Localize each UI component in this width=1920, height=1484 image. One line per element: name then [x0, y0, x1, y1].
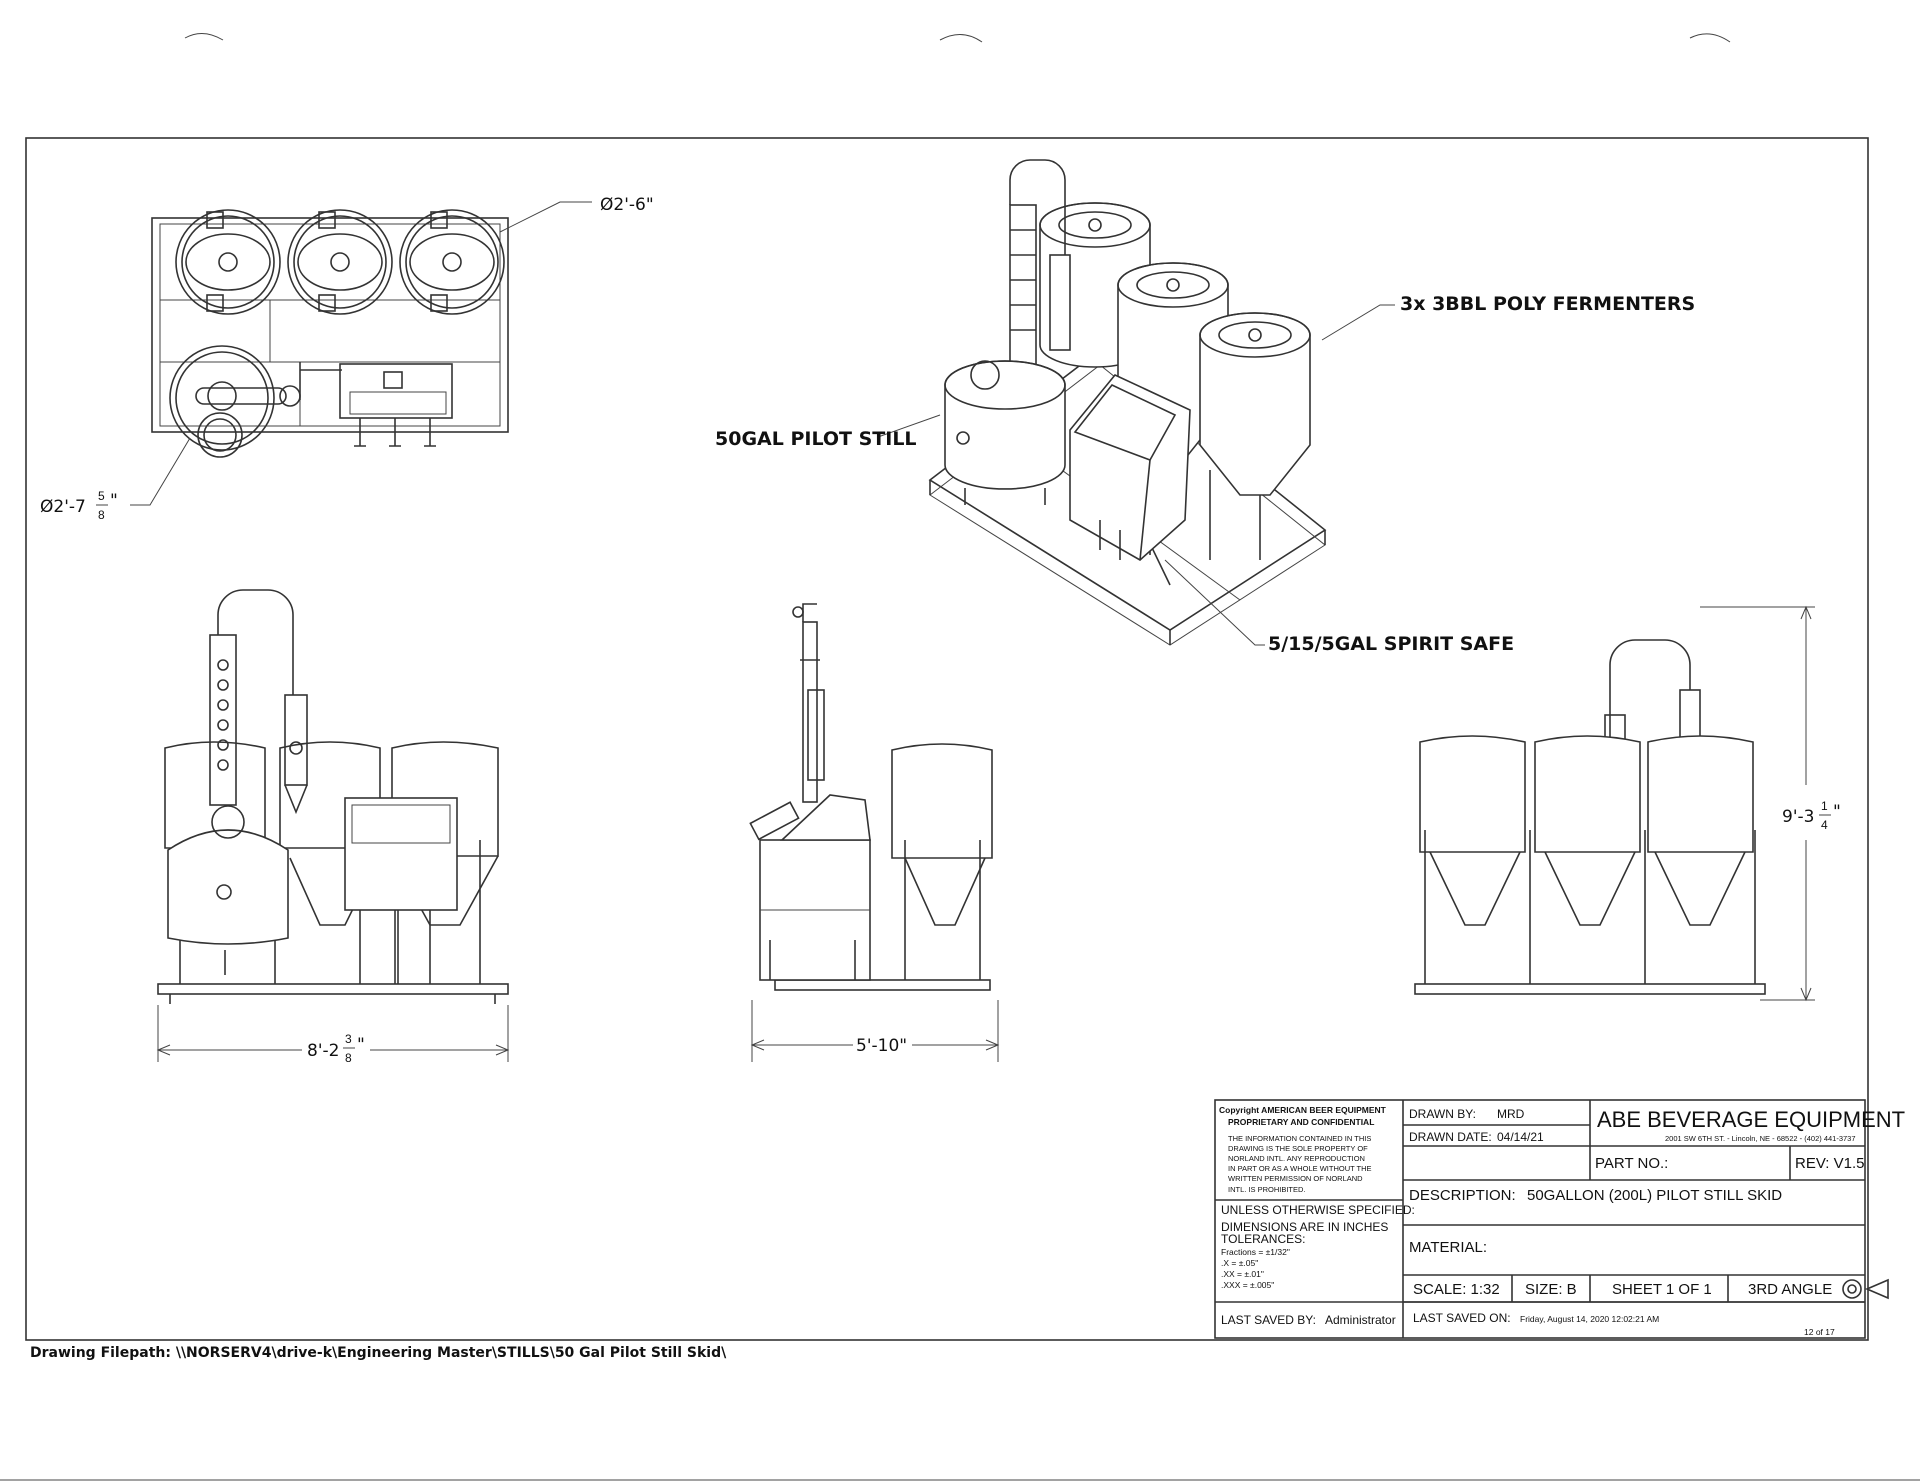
- tb-material-label: MATERIAL:: [1409, 1239, 1487, 1256]
- rear-view: [1414, 605, 1815, 1002]
- tb-notice-1: THE INFORMATION CONTAINED IN THIS: [1228, 1134, 1371, 1143]
- diameter-still-label: Ø2'-7 5 8 ": [40, 489, 118, 522]
- tb-last-saved-by-value: Administrator: [1325, 1313, 1396, 1327]
- tb-last-saved-by-label: LAST SAVED BY:: [1221, 1313, 1316, 1327]
- tb-address: 2001 SW 6TH ST. - Lincoln, NE - 68522 - …: [1665, 1134, 1856, 1143]
- tb-page-count: 12 of 17: [1804, 1327, 1835, 1337]
- tb-tol-x: .X = ±.05": [1221, 1258, 1258, 1268]
- tb-drawn-by-label: DRAWN BY:: [1409, 1107, 1476, 1121]
- tb-notice-6: INTL. IS PROHIBITED.: [1228, 1185, 1306, 1194]
- tb-description-label: DESCRIPTION:: [1409, 1187, 1516, 1204]
- diameter-still-prefix: Ø2'-7: [40, 497, 86, 517]
- tb-drawn-date-label: DRAWN DATE:: [1409, 1130, 1492, 1144]
- tb-copyright-1: Copyright AMERICAN BEER EQUIPMENT: [1219, 1105, 1387, 1115]
- tb-size: SIZE: B: [1525, 1281, 1577, 1298]
- front-width-prefix: 8'-2: [307, 1041, 339, 1061]
- front-width-inch: ": [357, 1035, 365, 1055]
- tb-scale: SCALE: 1:32: [1413, 1281, 1500, 1298]
- tb-projection: 3RD ANGLE: [1748, 1281, 1832, 1298]
- tb-tol-xx: .XX = ±.01": [1221, 1269, 1264, 1279]
- title-block: Copyright AMERICAN BEER EQUIPMENT PROPRI…: [1214, 1099, 1905, 1339]
- front-width-den: 8: [345, 1051, 352, 1065]
- drawing-filepath: Drawing Filepath: \\NORSERV4\drive-k\Eng…: [30, 1345, 727, 1361]
- tb-last-saved-on-label: LAST SAVED ON:: [1413, 1311, 1511, 1325]
- diameter-still-inch: ": [110, 491, 118, 511]
- isometric-view: [877, 159, 1395, 646]
- tb-tolerances: TOLERANCES:: [1221, 1232, 1305, 1246]
- tb-notice-2: DRAWING IS THE SOLE PROPERTY OF: [1228, 1144, 1368, 1153]
- tb-rev: REV: V1.5: [1795, 1155, 1864, 1172]
- side-view: [749, 603, 1000, 1062]
- third-angle-projection-icon: [1842, 1278, 1889, 1300]
- tb-notice-3: NORLAND INTL. ANY REPRODUCTION: [1228, 1154, 1365, 1163]
- tb-dims-inches: DIMENSIONS ARE IN INCHES: [1221, 1220, 1388, 1234]
- tb-part-no-label: PART NO.:: [1595, 1155, 1668, 1172]
- tb-notice-5: WRITTEN PERMISSION OF NORLAND: [1228, 1174, 1363, 1183]
- tb-company: ABE BEVERAGE EQUIPMENT: [1597, 1107, 1905, 1132]
- tb-tol-fractions: Fractions = ±1/32": [1221, 1247, 1290, 1257]
- front-width-num: 3: [345, 1032, 352, 1046]
- tb-sheet: SHEET 1 OF 1: [1612, 1281, 1712, 1298]
- rear-height-den: 4: [1821, 818, 1828, 832]
- fermenters-callout: 3x 3BBL POLY FERMENTERS: [1400, 293, 1695, 315]
- drawing-border: [25, 137, 1869, 1341]
- rear-height-inch: ": [1833, 802, 1841, 822]
- diameter-still-num: 5: [98, 489, 105, 503]
- tb-copyright-2: PROPRIETARY AND CONFIDENTIAL: [1228, 1117, 1374, 1127]
- rear-height-dimension: 9'-3 1 4 ": [1782, 799, 1841, 832]
- diameter-top-label: Ø2'-6": [600, 195, 654, 215]
- tb-last-saved-on-value: Friday, August 14, 2020 12:02:21 AM: [1520, 1314, 1659, 1324]
- diameter-still-den: 8: [98, 508, 105, 522]
- spirit-safe-callout: 5/15/5GAL SPIRIT SAFE: [1268, 633, 1514, 655]
- top-view: [130, 201, 592, 506]
- tb-tol-xxx: .XXX = ±.005": [1221, 1280, 1274, 1290]
- tb-drawn-date-value: 04/14/21: [1497, 1130, 1544, 1144]
- front-view: [156, 589, 510, 1062]
- tb-notice-4: IN PART OR AS A WHOLE WITHOUT THE: [1228, 1164, 1372, 1173]
- front-width-dimension: 8'-2 3 8 ": [307, 1032, 365, 1065]
- tb-drawn-by-value: MRD: [1497, 1107, 1525, 1121]
- pilot-still-callout: 50GAL PILOT STILL: [715, 428, 917, 450]
- tb-description-value: 50GALLON (200L) PILOT STILL SKID: [1527, 1187, 1782, 1204]
- side-depth-dimension: 5'-10": [856, 1036, 907, 1056]
- rear-height-num: 1: [1821, 799, 1828, 813]
- rear-height-prefix: 9'-3: [1782, 807, 1814, 827]
- tb-unless-specified: UNLESS OTHERWISE SPECIFIED:: [1221, 1203, 1415, 1217]
- scan-marks: [184, 33, 1731, 43]
